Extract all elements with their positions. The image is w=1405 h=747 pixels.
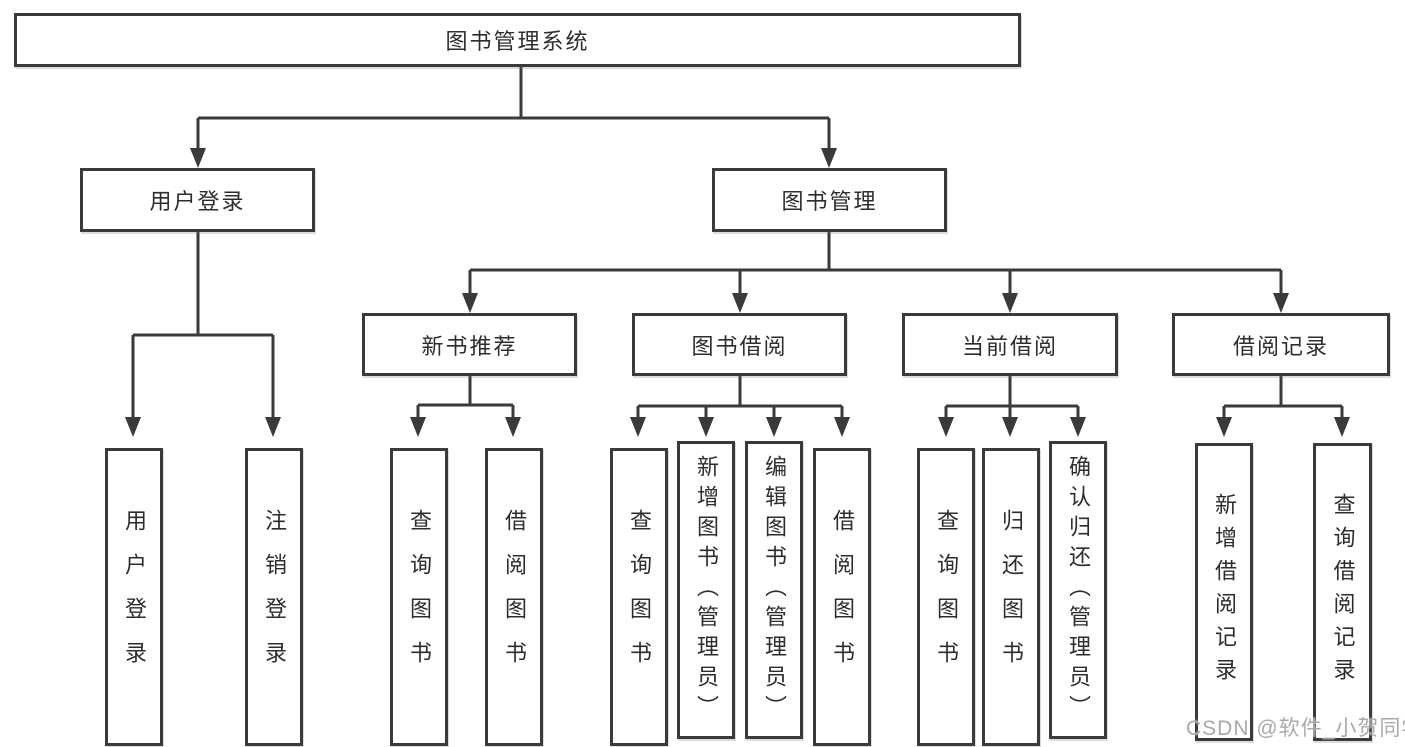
node-leaf-add-borrow-record: 新增借阅记录 xyxy=(1195,443,1253,741)
node-leaf-borrow-books: 借阅图书 xyxy=(813,448,871,746)
connector-newbook-to-leaves xyxy=(410,376,521,437)
node-book-management: 图书管理 xyxy=(712,168,947,232)
node-leaf-user-login: 用户登录 xyxy=(105,448,163,746)
connector-borrowing-to-leaves xyxy=(630,376,850,437)
node-leaf-logout: 注销登录 xyxy=(245,448,303,746)
connector-records-to-leaves xyxy=(1216,376,1350,437)
node-current-borrowing: 当前借阅 xyxy=(902,313,1118,376)
node-book-borrowing: 图书借阅 xyxy=(632,313,847,376)
node-leaf-return-books: 归还图书 xyxy=(982,448,1040,746)
node-user-login: 用户登录 xyxy=(80,168,315,232)
node-leaf-borrow-books-recommend: 借阅图书 xyxy=(485,448,543,746)
node-leaf-query-books-recommend: 查询图书 xyxy=(390,448,448,746)
node-leaf-query-borrow-record: 查询借阅记录 xyxy=(1313,443,1372,741)
csdn-watermark: CSDN @软件_小贺同学 xyxy=(1186,717,1405,740)
node-leaf-query-books-borrowing: 查询图书 xyxy=(610,448,668,746)
node-new-book-recommend: 新书推荐 xyxy=(362,313,577,376)
connector-login-to-leaves xyxy=(125,232,281,437)
connector-mgmt-to-sections xyxy=(462,232,1289,313)
node-leaf-edit-books-admin: 编辑图书（管理员） xyxy=(745,441,803,739)
connector-current-to-leaves xyxy=(938,376,1086,437)
node-borrowing-records: 借阅记录 xyxy=(1172,313,1390,376)
node-leaf-confirm-return-admin: 确认归还（管理员） xyxy=(1049,441,1107,739)
node-leaf-query-books-current: 查询图书 xyxy=(917,448,975,746)
connector-root-to-level2 xyxy=(190,67,837,168)
node-leaf-add-books-admin: 新增图书（管理员） xyxy=(677,441,735,739)
node-root: 图书管理系统 xyxy=(14,13,1021,67)
